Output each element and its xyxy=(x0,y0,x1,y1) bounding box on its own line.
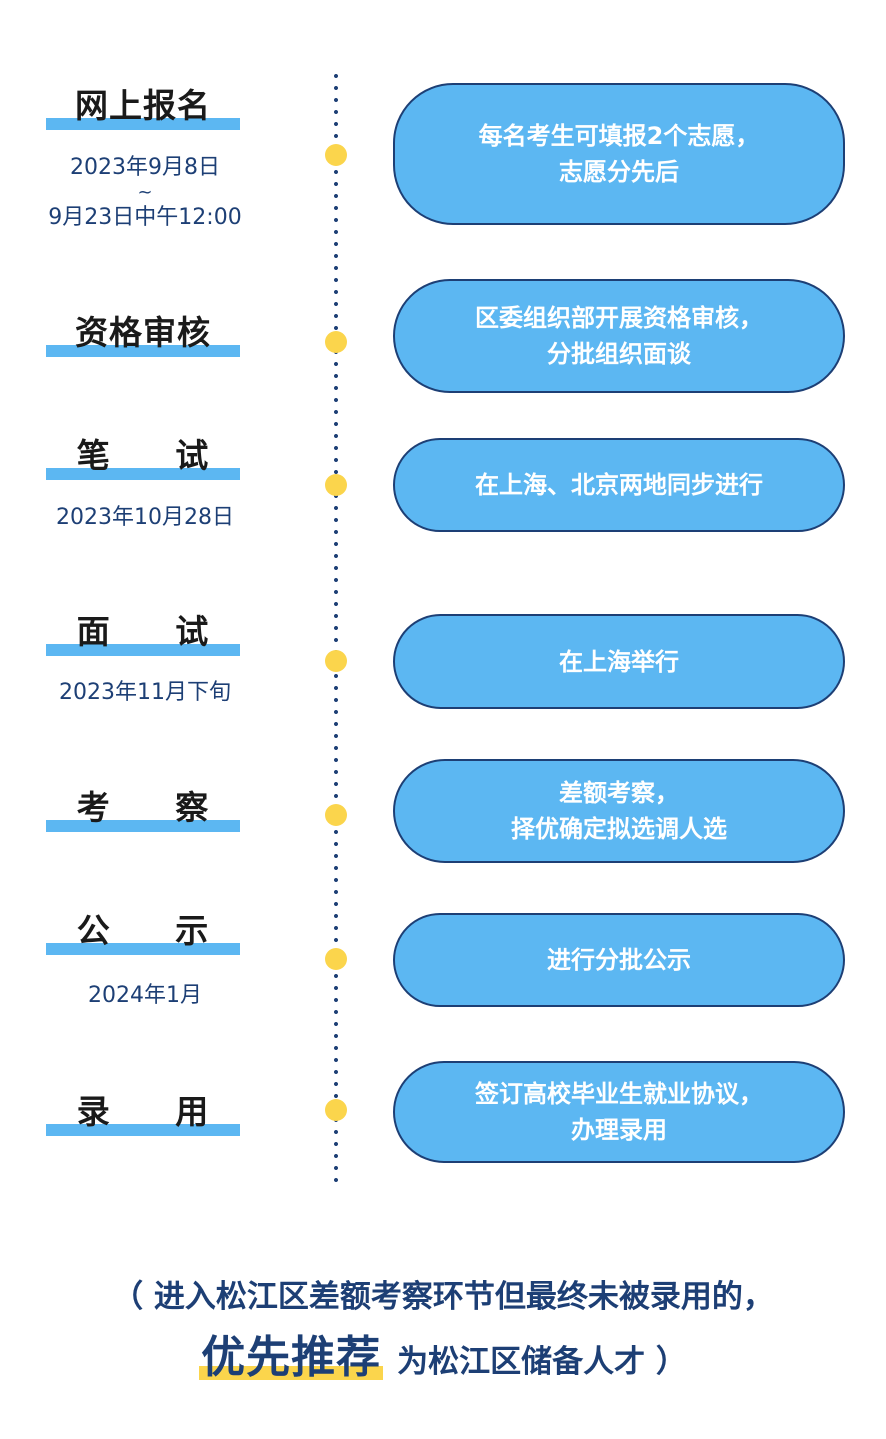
step-title-publicity: 公 示 xyxy=(46,913,240,957)
step-desc-line: 每名考生可填报2个志愿， xyxy=(478,122,760,150)
step-card-inspection: 差额考察， 择优确定拟选调人选 xyxy=(393,759,845,863)
step-desc-line: 择优确定拟选调人选 xyxy=(511,815,727,843)
step-title-hiring: 录 用 xyxy=(46,1094,240,1138)
step-card-qualification: 区委组织部开展资格审核， 分批组织面谈 xyxy=(393,279,845,393)
highlight-recommend: 优先推荐 xyxy=(199,1332,384,1383)
footer-note-rest: 为松江区储备人才 ） xyxy=(397,1344,687,1380)
step-desc-line: 签订高校毕业生就业协议， xyxy=(475,1080,763,1108)
step-card-hiring: 签订高校毕业生就业协议， 办理录用 xyxy=(393,1061,845,1163)
step-date-separator: ~ xyxy=(137,182,153,203)
step-desc-line: 进行分批公示 xyxy=(547,946,691,974)
step-desc-line: 在上海举行 xyxy=(559,647,679,676)
step-card-written-exam: 在上海、北京两地同步进行 xyxy=(393,438,845,532)
step-card-interview: 在上海举行 xyxy=(393,614,845,709)
step-date-registration-start: 2023年9月8日 xyxy=(70,155,220,180)
step-title-written-exam: 笔 试 xyxy=(46,438,240,482)
step-date-written-exam: 2023年10月28日 xyxy=(56,505,234,530)
step-desc-line: 办理录用 xyxy=(571,1116,667,1144)
step-desc-line: 差额考察， xyxy=(559,779,679,807)
step-desc-line: 在上海、北京两地同步进行 xyxy=(475,471,763,499)
timeline-dot xyxy=(325,331,347,353)
footer-note-line2: 优先推荐为松江区储备人才 ） xyxy=(0,1332,886,1387)
timeline-dot xyxy=(325,948,347,970)
timeline-dot xyxy=(325,474,347,496)
timeline-dot xyxy=(325,144,347,166)
step-date-registration-end: 9月23日中午12:00 xyxy=(48,205,242,230)
step-card-publicity: 进行分批公示 xyxy=(393,913,845,1007)
step-title-inspection: 考 察 xyxy=(46,790,240,834)
timeline-line xyxy=(333,70,339,1182)
timeline-dot xyxy=(325,1099,347,1121)
timeline-dot xyxy=(325,650,347,672)
timeline-dot xyxy=(325,804,347,826)
step-desc-line: 志愿分先后 xyxy=(559,158,679,186)
step-desc-line: 区委组织部开展资格审核， xyxy=(475,304,763,332)
step-desc-line: 分批组织面谈 xyxy=(547,340,691,368)
footer-note-line1: （ 进入松江区差额考察环节但最终未被录用的， xyxy=(112,1279,774,1315)
step-title-registration: 网上报名 xyxy=(46,88,240,132)
step-date-publicity: 2024年1月 xyxy=(88,983,202,1008)
step-title-qualification: 资格审核 xyxy=(46,315,240,359)
step-card-registration: 每名考生可填报2个志愿， 志愿分先后 xyxy=(393,83,845,225)
step-date-interview: 2023年11月下旬 xyxy=(59,680,231,705)
step-title-interview: 面 试 xyxy=(46,614,240,658)
